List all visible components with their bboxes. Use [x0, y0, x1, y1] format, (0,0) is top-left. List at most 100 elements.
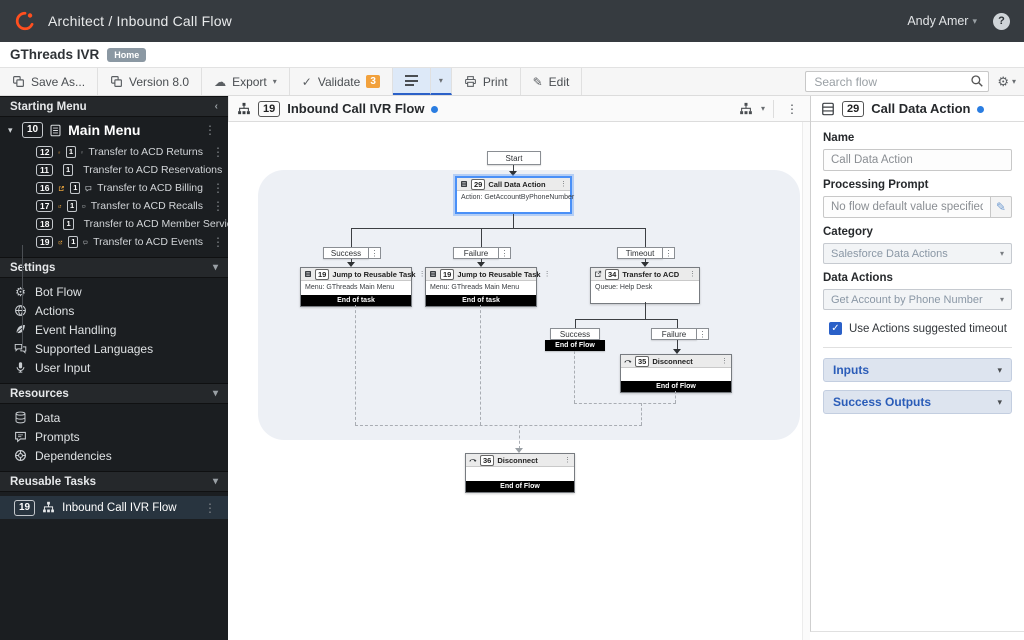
canvas-kebab-icon[interactable]: ⋮	[786, 101, 798, 116]
toolbox-caret-button[interactable]: ▾	[430, 68, 452, 95]
print-button[interactable]: Print	[452, 68, 521, 95]
view-mode-button[interactable]	[739, 102, 753, 116]
chevron-down-icon: ▾	[212, 476, 218, 487]
collapse-icon: ‹	[214, 101, 218, 112]
sidebar-item-dependencies[interactable]: Dependencies	[0, 446, 228, 465]
sidebar-item-user-input[interactable]: User Input	[0, 358, 228, 377]
expand-caret-icon[interactable]: ▾	[8, 124, 13, 135]
sidebar-item-transfer-reservations[interactable]: 11 1 Transfer to ACD Reservations ⋮	[0, 161, 228, 179]
lifering-icon	[14, 449, 27, 462]
kebab-menu-icon[interactable]: ⋮	[212, 199, 224, 213]
edit-prompt-button[interactable]: ✎	[990, 196, 1012, 218]
sidebar-item-transfer-returns[interactable]: 12 1 Transfer to ACD Returns ⋮	[0, 143, 228, 161]
flow-start-node[interactable]: Start	[487, 151, 541, 165]
sidebar-item-event-handling[interactable]: Event Handling	[0, 320, 228, 339]
branch-label-timeout[interactable]: Timeout	[617, 247, 663, 259]
flow-node-transfer-to-acd[interactable]: 34 Transfer to ACD ⋮ Queue: Help Desk	[590, 267, 700, 304]
data-actions-select[interactable]: Get Account by Phone Number ▾	[823, 289, 1012, 310]
inputs-accordion[interactable]: Inputs ▾	[823, 358, 1012, 382]
branch-kebab-icon[interactable]: ⋮	[663, 247, 675, 259]
help-button[interactable]: ?	[993, 12, 1010, 30]
sidebar-item-transfer-member-services[interactable]: 18 1 Transfer to ACD Member Services ⋮	[0, 215, 228, 233]
sidebar-item-bot-flow[interactable]: ⚙ Bot Flow	[15, 284, 82, 299]
search-icon[interactable]	[970, 74, 984, 88]
top-bar: Architect / Inbound Call Flow Andy Amer …	[0, 0, 1024, 42]
info-icon[interactable]	[431, 106, 439, 113]
node-kebab-icon[interactable]: ⋮	[418, 271, 426, 278]
flow-canvas[interactable]: Start 29 Call Data Action ⋮ Action: GetA…	[228, 122, 802, 640]
starting-menu-header[interactable]: Starting Menu ‹	[0, 96, 228, 117]
jump-task-icon	[429, 270, 437, 278]
version-button[interactable]: Version 8.0	[98, 68, 203, 95]
sidebar-item-transfer-billing[interactable]: 16 1 Transfer to ACD Billing ⋮	[0, 179, 228, 197]
settings-header[interactable]: Settings ▾	[0, 257, 228, 278]
export-button[interactable]: ☁ Export ▾	[202, 68, 290, 95]
node-kebab-icon[interactable]: ⋮	[721, 358, 728, 365]
sidebar-item-data[interactable]: Data	[0, 408, 228, 427]
sidebar-item-supported-languages[interactable]: Supported Languages	[0, 339, 228, 358]
kebab-menu-icon[interactable]: ⋮	[212, 235, 224, 249]
toolbox-toggle-button[interactable]	[392, 68, 431, 95]
phone-disconnect-icon	[624, 357, 632, 365]
node-kebab-icon[interactable]: ⋮	[543, 271, 551, 278]
timeout-checkbox-row[interactable]: ✓ Use Actions suggested timeout	[829, 322, 1012, 335]
processing-prompt-label: Processing Prompt	[823, 179, 929, 191]
kebab-menu-icon[interactable]: ⋮	[212, 181, 224, 195]
inspector-panel: 29 Call Data Action Name Processing Prom…	[810, 96, 1024, 632]
branch-label-failure[interactable]: Failure	[453, 247, 499, 259]
printer-icon	[464, 75, 477, 88]
data-actions-label: Data Actions	[823, 272, 893, 284]
branch-kebab-icon[interactable]: ⋮	[369, 247, 381, 259]
cloud-icon: ☁	[214, 74, 227, 89]
category-select[interactable]: Salesforce Data Actions ▾	[823, 243, 1012, 264]
version-icon	[110, 75, 123, 88]
save-as-button[interactable]: Save As...	[0, 68, 99, 95]
search-input[interactable]	[805, 71, 990, 92]
validate-button[interactable]: ✓ Validate 3	[290, 68, 393, 95]
branch-label-sub-failure[interactable]: Failure	[651, 328, 697, 340]
database-icon	[14, 411, 27, 424]
checkbox-checked-icon[interactable]: ✓	[829, 322, 842, 335]
sidebar-item-prompts[interactable]: Prompts	[0, 427, 228, 446]
success-outputs-accordion[interactable]: Success Outputs ▾	[823, 390, 1012, 414]
flow-node-call-data-action[interactable]: 29 Call Data Action ⋮ Action: GetAccount…	[455, 176, 574, 214]
jump-share-icon	[58, 237, 63, 248]
edit-button[interactable]: ✎ Edit	[521, 68, 583, 95]
category-label: Category	[823, 226, 873, 238]
branch-kebab-icon[interactable]: ⋮	[499, 247, 511, 259]
user-menu[interactable]: Andy Amer ▾	[907, 14, 977, 28]
reusable-tasks-header[interactable]: Reusable Tasks ▾	[0, 471, 228, 492]
sitemap-icon	[42, 501, 55, 514]
kebab-menu-icon[interactable]: ⋮	[212, 145, 224, 159]
flow-node-jump-reusable-task-2[interactable]: 19 Jump to Reusable Task ⋮ Menu: GThread…	[425, 267, 551, 307]
flow-name: GThreads IVR	[10, 47, 100, 62]
kebab-menu-icon[interactable]: ⋮	[204, 500, 216, 515]
node-kebab-icon[interactable]: ⋮	[689, 271, 696, 278]
chevron-down-icon[interactable]: ▾	[760, 104, 765, 113]
settings-gear-button[interactable]: ⚙ ▾	[997, 74, 1016, 90]
flow-node-jump-reusable-task-1[interactable]: 19 Jump to Reusable Task ⋮ Menu: GThread…	[300, 267, 426, 307]
processing-prompt-field[interactable]	[823, 196, 991, 218]
sitemap-icon	[237, 102, 251, 116]
info-icon[interactable]	[977, 106, 985, 113]
breadcrumb: Architect / Inbound Call Flow	[48, 13, 232, 29]
flow-node-disconnect-35[interactable]: 35 Disconnect ⋮ End of Flow	[620, 354, 732, 393]
branch-kebab-icon[interactable]: ⋮	[697, 328, 709, 340]
canvas-header: 19 Inbound Call IVR Flow ▾ ⋮	[228, 96, 810, 122]
canvas-scrollbar[interactable]	[802, 122, 810, 640]
tree-line	[22, 245, 23, 348]
sidebar-item-transfer-events[interactable]: 19 1 Transfer to ACD Events ⋮	[0, 233, 228, 251]
sidebar-item-inbound-call-ivr-flow[interactable]: 19 Inbound Call IVR Flow ⋮	[0, 496, 228, 519]
node-kebab-icon[interactable]: ⋮	[564, 457, 571, 464]
sidebar-item-main-menu[interactable]: ▾ 10 Main Menu ⋮	[0, 117, 228, 143]
sidebar-item-transfer-recalls[interactable]: 17 1 Transfer to ACD Recalls ⋮	[0, 197, 228, 215]
kebab-menu-icon[interactable]: ⋮	[204, 123, 216, 137]
node-kebab-icon[interactable]: ⋮	[560, 181, 567, 188]
name-field[interactable]	[823, 149, 1012, 171]
branch-label-sub-success[interactable]: Success	[550, 328, 600, 340]
sidebar-item-actions[interactable]: Actions	[0, 301, 228, 320]
flow-node-disconnect-36[interactable]: 36 Disconnect ⋮ End of Flow	[465, 453, 575, 493]
branch-label-success[interactable]: Success	[323, 247, 369, 259]
resources-header[interactable]: Resources ▾	[0, 383, 228, 404]
flow-title-row: GThreads IVR Home	[0, 42, 1024, 68]
